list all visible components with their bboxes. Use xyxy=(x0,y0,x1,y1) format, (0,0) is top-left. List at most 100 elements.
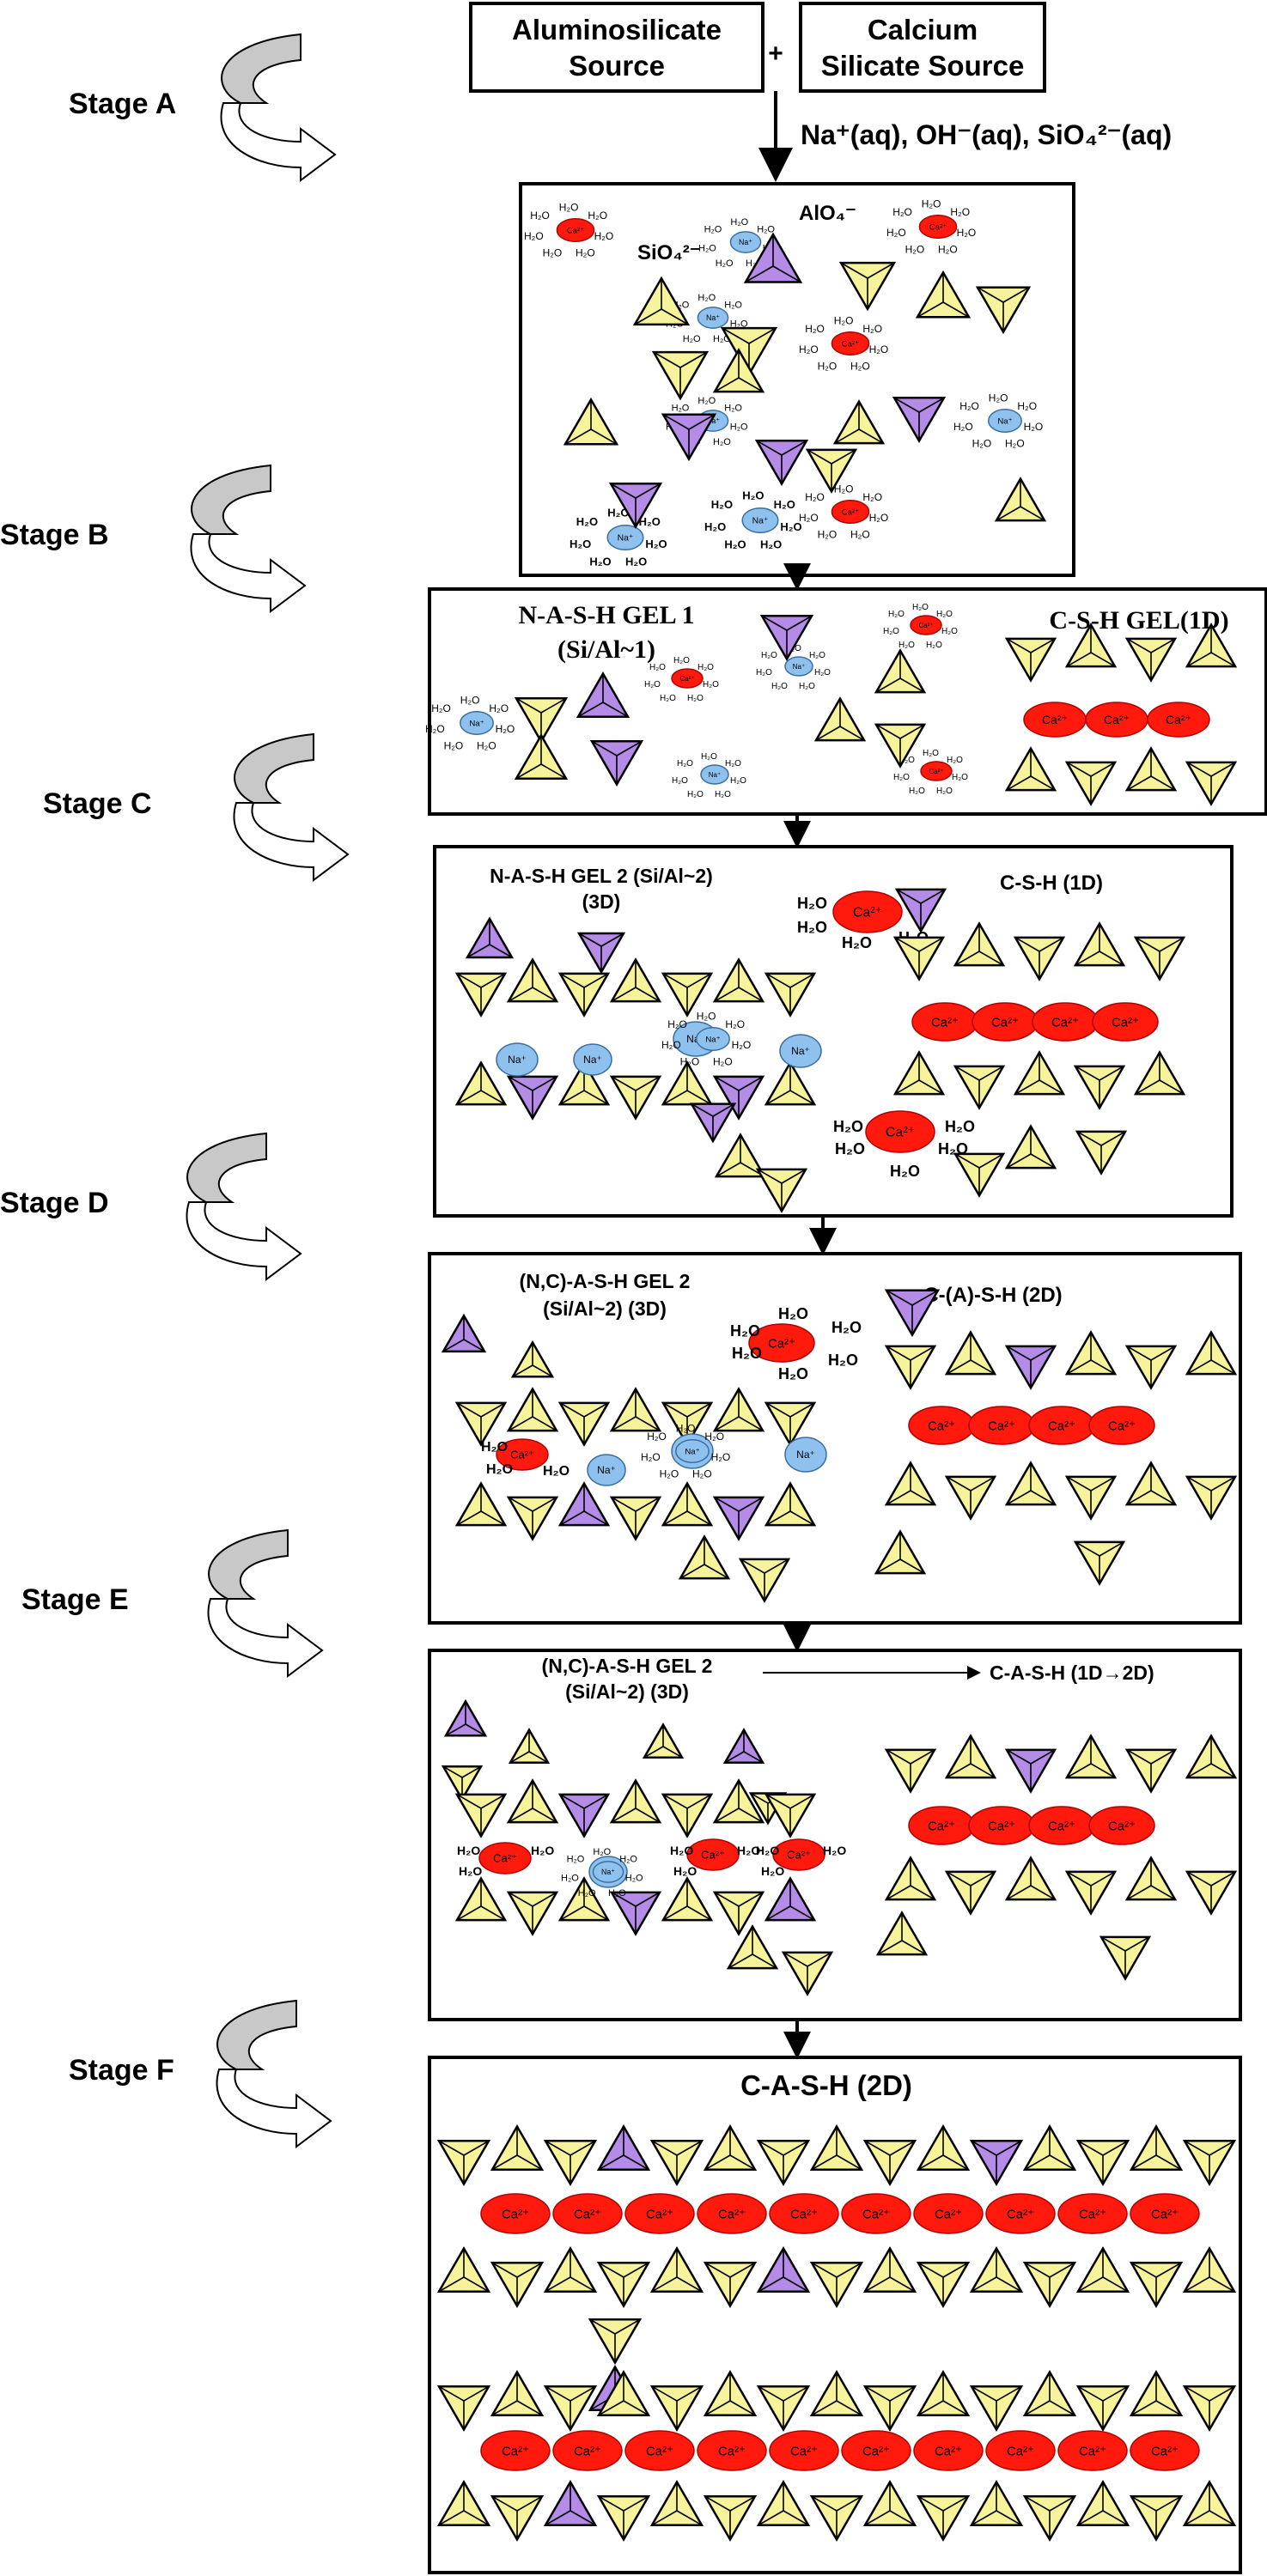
panel-stage-b xyxy=(428,587,1267,816)
aluminate-tetrahedron xyxy=(969,2140,1024,2187)
silicate-tetrahedron xyxy=(1124,1748,1178,1794)
calcium-ion: Ca²⁺ xyxy=(913,2193,984,2234)
silicate-tetrahedron xyxy=(454,1060,508,1106)
aluminate-tetrahedron xyxy=(894,888,947,933)
calcium-ion: Ca²⁺ xyxy=(769,2430,839,2471)
water-molecule-label: H₂O xyxy=(660,1467,679,1479)
silicate-tetrahedron xyxy=(1064,1475,1118,1521)
aluminate-tetrahedron xyxy=(609,1891,662,1936)
silicate-tetrahedron xyxy=(649,2140,704,2187)
calcium-ion: Ca²⁺ xyxy=(968,1806,1035,1845)
water-molecule-label: H₂O xyxy=(732,1345,762,1362)
svg-text:Ca²⁺: Ca²⁺ xyxy=(1007,2207,1034,2221)
calcium-ion: Ca²⁺ xyxy=(1085,702,1148,738)
silicate-tetrahedron xyxy=(1022,2369,1077,2416)
calcium-ion: Ca²⁺ xyxy=(1130,2430,1200,2471)
svg-text:Na⁺: Na⁺ xyxy=(796,1449,815,1461)
aluminate-tetrahedron xyxy=(712,1075,765,1121)
silicate-tetrahedron xyxy=(862,2245,917,2293)
calcium-ion: Ca²⁺ xyxy=(831,500,870,524)
svg-text:Na⁺: Na⁺ xyxy=(752,517,769,526)
silicate-tetrahedron xyxy=(703,2262,758,2309)
silicate-tetrahedron xyxy=(953,1065,1006,1110)
aluminate-tetrahedron xyxy=(557,1481,611,1527)
water-molecule-label: H₂O xyxy=(952,773,968,782)
water-molecule-label: H₂O xyxy=(673,656,690,665)
silicate-tetrahedron xyxy=(508,1728,551,1764)
silicate-tetrahedron xyxy=(1004,637,1057,683)
calcium-ion: Ca²⁺ xyxy=(908,1406,975,1445)
water-molecule-label: H₂O xyxy=(711,1451,731,1463)
water-molecule-label: H₂O xyxy=(697,293,716,303)
aluminate-tetrahedron xyxy=(506,1075,559,1121)
water-molecule-label: H₂O xyxy=(814,668,831,677)
svg-text:Na⁺: Na⁺ xyxy=(791,1045,810,1057)
water-molecule-label: H₂O xyxy=(667,1018,687,1030)
water-molecule-label: H₂O xyxy=(570,538,591,550)
silicate-tetrahedron xyxy=(703,2123,758,2171)
water-molecule-label: H₂O xyxy=(647,1431,667,1443)
silicate-ion-label: SiO₄²⁻ xyxy=(637,241,700,264)
water-molecule-label: H₂O xyxy=(524,230,544,242)
calcium-ion: Ca²⁺ xyxy=(697,2193,767,2234)
sodium-ion: Na⁺ xyxy=(729,231,762,253)
calcium-ion: Ca²⁺ xyxy=(1028,1406,1095,1445)
water-molecule-label: H₂O xyxy=(892,206,912,218)
water-molecule-label: H₂O xyxy=(883,627,899,636)
water-molecule-label: H₂O xyxy=(936,787,953,796)
water-molecule-label: H₂O xyxy=(477,739,496,751)
svg-text:Ca²⁺: Ca²⁺ xyxy=(718,2207,746,2221)
water-molecule-label: H₂O xyxy=(711,498,733,511)
aluminosilicate-source-box: Aluminosilicate Source xyxy=(469,2,764,93)
silicate-tetrahedron xyxy=(862,2385,917,2433)
aluminate-tetrahedron xyxy=(576,932,626,975)
water-molecule-label: H₂O xyxy=(692,1467,712,1479)
water-molecule-label: H₂O xyxy=(797,919,827,936)
silicate-tetrahedron xyxy=(1099,1935,1152,1981)
silicate-tetrahedron xyxy=(596,2495,651,2543)
svg-text:Ca²⁺: Ca²⁺ xyxy=(646,2444,673,2458)
svg-text:Ca²⁺: Ca²⁺ xyxy=(1166,713,1191,726)
silicate-tetrahedron xyxy=(916,2495,971,2543)
water-molecule-label: H₂O xyxy=(1024,421,1044,433)
stage-label: Stage A xyxy=(69,88,176,120)
water-molecule-label: H₂O xyxy=(697,1011,716,1023)
curved-stage-arrow-icon xyxy=(233,732,350,882)
calcium-ion: Ca²⁺ xyxy=(911,1002,978,1042)
water-molecule-label: H₂O xyxy=(730,422,748,433)
water-molecule-label: H₂O xyxy=(771,682,788,691)
water-molecule-label: H₂O xyxy=(425,723,445,735)
svg-text:Ca²⁺: Ca²⁺ xyxy=(918,622,933,629)
aluminate-tetrahedron xyxy=(589,740,644,787)
calcium-ion: Ca²⁺ xyxy=(841,2430,911,2471)
water-molecule-label: H₂O xyxy=(778,1305,808,1322)
silicate-tetrahedron xyxy=(756,2140,811,2187)
calcium-ion: Ca²⁺ xyxy=(1032,1002,1099,1042)
calcium-ion: Ca²⁺ xyxy=(1147,702,1210,738)
silicate-tetrahedron xyxy=(436,2140,491,2187)
aluminate-tetrahedron xyxy=(608,483,663,530)
water-molecule-label: H₂O xyxy=(756,1844,779,1857)
calcium-ion: Ca²⁺ xyxy=(748,1323,815,1363)
aluminate-tetrahedron xyxy=(759,615,814,662)
calcium-ion: Ca²⁺ xyxy=(480,2193,551,2234)
panel-e-nash-title-2: (Si/Al~2) (3D) xyxy=(565,1680,689,1703)
water-molecule-label: H₂O xyxy=(676,1423,696,1435)
water-molecule-label: H₂O xyxy=(757,225,775,235)
svg-text:Na⁺: Na⁺ xyxy=(739,238,752,246)
silicate-tetrahedron xyxy=(661,1793,714,1838)
silicate-tetrahedron xyxy=(781,1951,834,1996)
panel-e-csh-title: C-A-S-H (1D→2D) xyxy=(990,1662,1154,1684)
water-molecule-label: H₂O xyxy=(704,520,726,533)
calcium-ion: Ca²⁺ xyxy=(671,668,704,689)
water-molecule-label: H₂O xyxy=(431,702,451,714)
silicate-tetrahedron xyxy=(756,2385,811,2433)
silicate-tetrahedron xyxy=(1182,2245,1237,2293)
water-molecule-label: H₂O xyxy=(936,610,953,619)
sodium-ion: Na⁺ xyxy=(784,656,813,677)
aluminate-tetrahedron xyxy=(884,1289,941,1338)
silicate-tetrahedron xyxy=(712,1778,765,1824)
silicate-tetrahedron xyxy=(969,2479,1024,2526)
calcium-label-line1: Calcium xyxy=(868,14,978,46)
aluminosilicate-label-line2: Source xyxy=(569,50,665,82)
